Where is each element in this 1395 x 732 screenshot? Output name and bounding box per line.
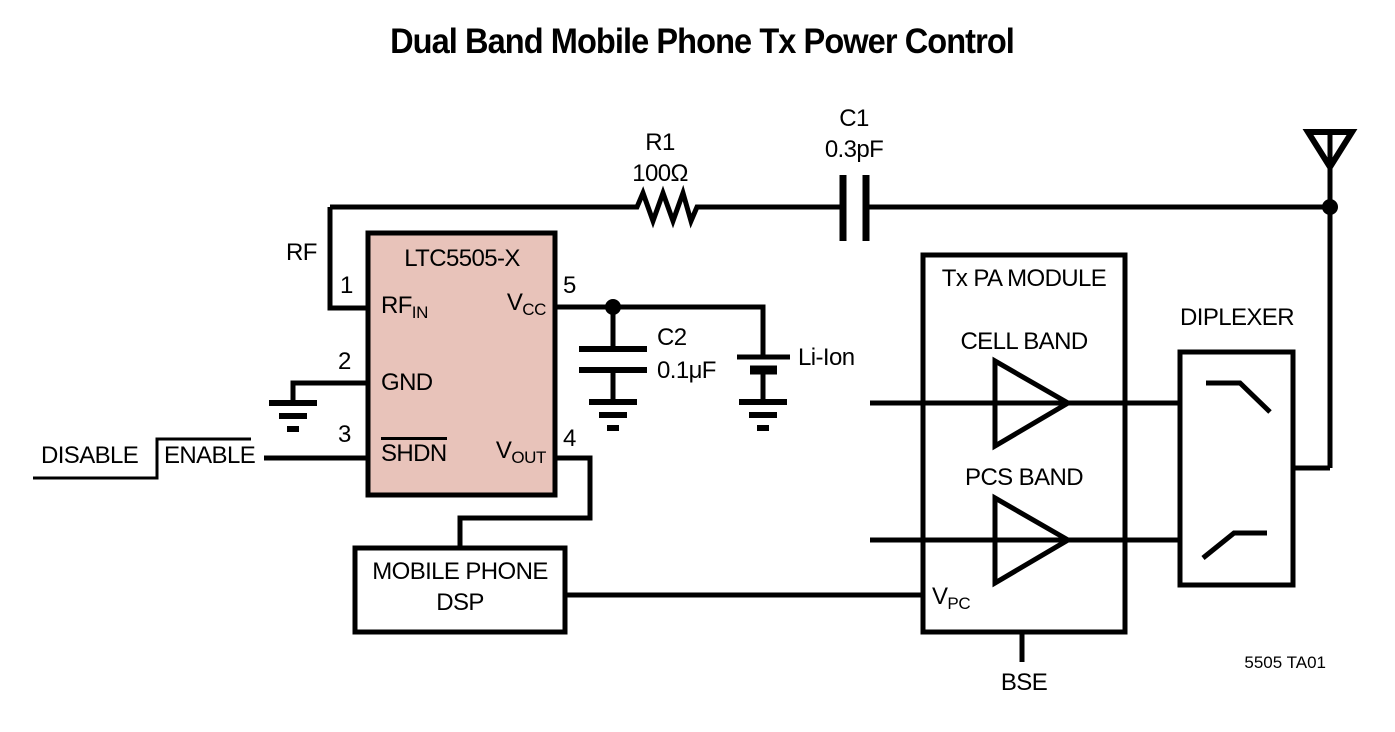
- pin-label-vout: VOUT: [495, 437, 547, 467]
- ground-symbol-c2: [589, 399, 637, 431]
- figure-note: 5505 TA01: [1244, 653, 1326, 672]
- pin-label-vout-main: V: [495, 437, 512, 464]
- ground-symbol-gnd: [269, 400, 317, 432]
- amplifier-pcs-icon: [992, 493, 1073, 588]
- wire-vcc: [555, 304, 766, 357]
- pcs-band-label: PCS BAND: [965, 464, 1084, 491]
- diplexer-box: [1177, 349, 1296, 588]
- pa-module-title: Tx PA MODULE: [941, 265, 1107, 292]
- enable-label: ENABLE: [164, 442, 256, 469]
- rf-wire-label: RF: [286, 239, 317, 266]
- pin-label-rfin: RFIN: [381, 293, 428, 322]
- bse-label: BSE: [1000, 669, 1048, 696]
- pin-label-shdn-text: SHDN: [381, 437, 447, 466]
- dsp-label-line2: DSP: [436, 589, 484, 616]
- capacitor-c1-value: 0.3pF: [824, 136, 884, 163]
- disable-enable-step: [33, 437, 251, 480]
- cell-band-label: CELL BAND: [960, 328, 1088, 355]
- pa-module-box: [920, 252, 1128, 635]
- battery-label: Li-Ion: [798, 344, 855, 371]
- highpass-filter-icon: [1201, 530, 1267, 560]
- capacitor-c2-value: 0.1μF: [657, 357, 716, 384]
- pin-label-vout-sub: OUT: [511, 448, 546, 467]
- pin-number-5: 5: [563, 272, 576, 299]
- wire-rfin: [327, 207, 368, 311]
- pin-label-rfin-main: RF: [381, 292, 412, 319]
- capacitor-c1-ref: C1: [839, 105, 869, 132]
- pin-number-3: 3: [338, 421, 351, 448]
- junction-dot-antenna: [1322, 199, 1338, 215]
- ic-part-number: LTC5505-X: [404, 245, 520, 272]
- diplexer-title: DIPLEXER: [1180, 304, 1295, 331]
- pin-number-2: 2: [338, 348, 351, 375]
- resistor-r1-ref: R1: [645, 129, 675, 156]
- vpc-pin-label: VPC: [932, 583, 971, 613]
- lowpass-filter-icon: [1206, 380, 1272, 414]
- pin-label-rfin-sub: IN: [411, 303, 429, 322]
- pin-label-gnd: GND: [381, 369, 433, 396]
- wire-gnd: [290, 380, 368, 403]
- capacitor-c2-ref: C2: [657, 324, 687, 351]
- disable-label: DISABLE: [41, 442, 139, 469]
- page-title: Dual Band Mobile Phone Tx Power Control: [390, 22, 1015, 61]
- amplifier-cell-icon: [992, 356, 1073, 451]
- wire-top-left-and-resistor-r1: [330, 184, 840, 229]
- pin-label-shdn: SHDN: [381, 437, 447, 466]
- ground-symbol-battery: [739, 399, 787, 431]
- dsp-label-line1: MOBILE PHONE: [372, 558, 548, 585]
- ic-body: [365, 230, 558, 498]
- pin-number-1: 1: [340, 272, 353, 299]
- wire-vout: [457, 455, 593, 548]
- pin-label-vcc: VCC: [506, 289, 547, 319]
- pin-number-4: 4: [563, 425, 576, 452]
- pin-label-vcc-sub: CC: [522, 300, 546, 319]
- pin-label-vcc-main: V: [506, 289, 523, 316]
- resistor-r1-value: 100Ω: [632, 160, 688, 187]
- vpc-pin-label-sub: PC: [947, 594, 971, 613]
- vpc-pin-label-main: V: [932, 583, 948, 610]
